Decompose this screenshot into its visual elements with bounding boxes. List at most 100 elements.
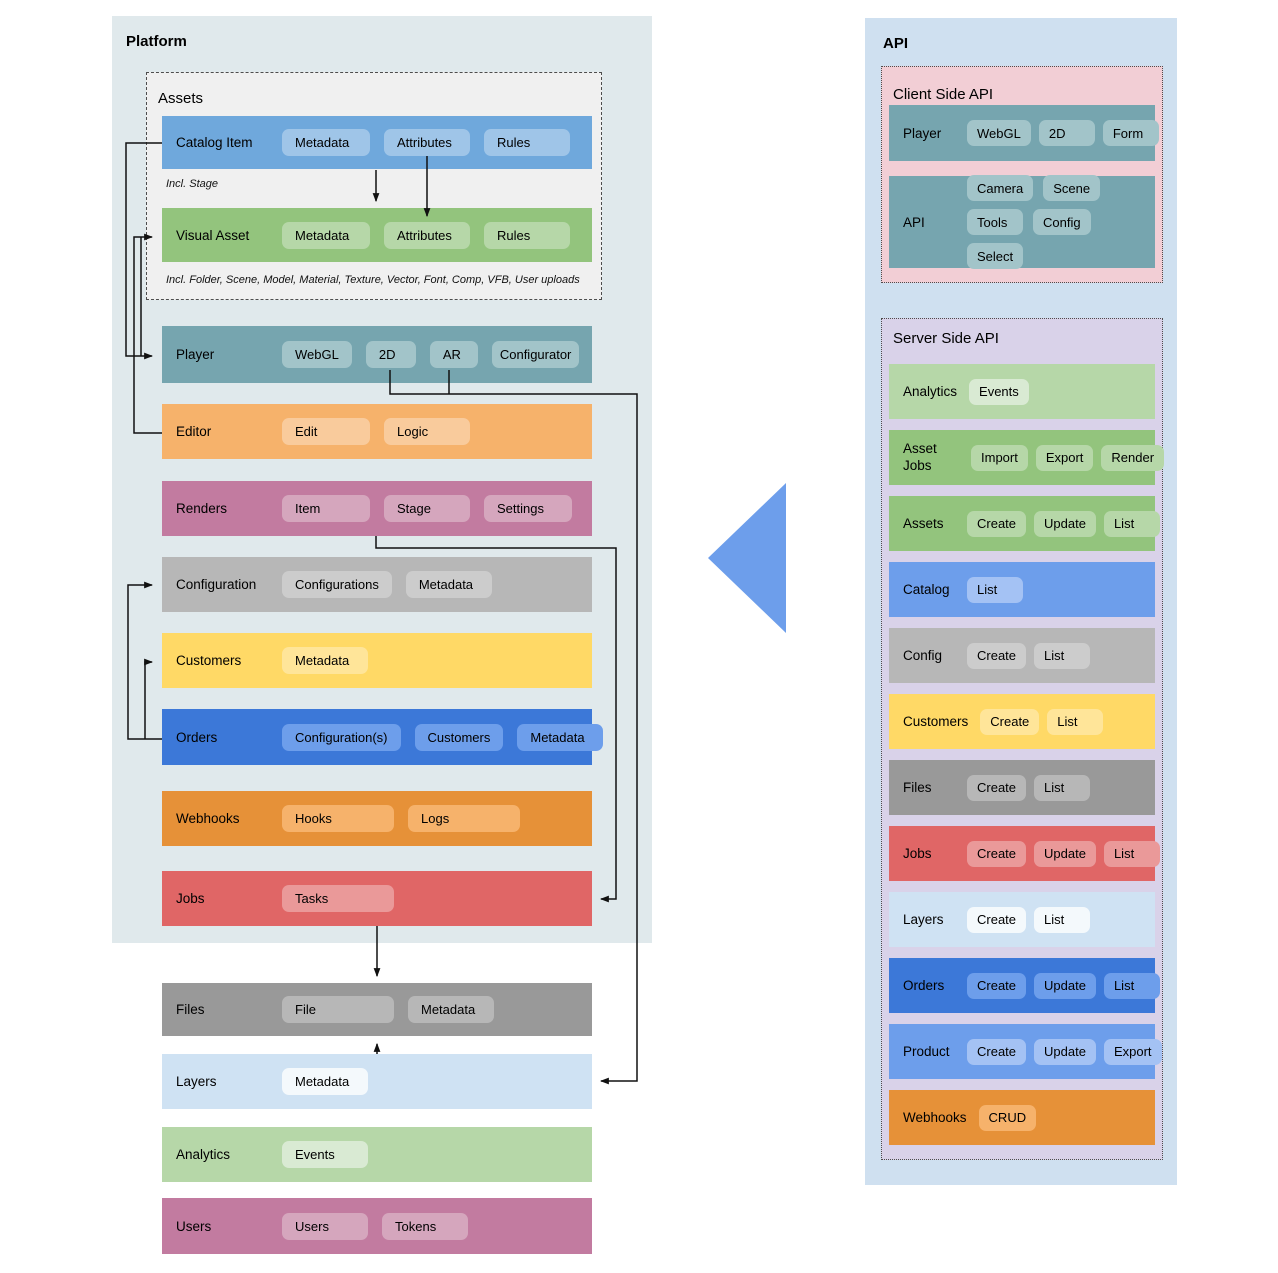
row-orders: Orders Configuration(s) Customers Metada… [162, 709, 604, 765]
chip-events: Events [282, 1141, 368, 1168]
chip-list: List [1034, 774, 1091, 801]
chip-tasks: Tasks [282, 885, 394, 912]
row-server-webhooks: Webhooks CRUD [889, 1090, 1155, 1145]
row-label: Jobs [176, 891, 205, 906]
row-server-orders: Orders Create Update List [889, 958, 1160, 1013]
chip-customers: Customers [414, 723, 504, 751]
row-label: Jobs [903, 846, 932, 861]
row-label: Analytics [903, 384, 958, 399]
chip-update: Update [1034, 972, 1096, 999]
row-label: Orders [176, 729, 218, 745]
row-label: Assets [903, 516, 944, 531]
row-files: Files File Metadata [162, 983, 592, 1036]
chip-update: Update [1034, 510, 1096, 537]
chip-metadata: Metadata [517, 723, 604, 751]
row-label: Files [903, 780, 932, 795]
chip-create: Create [967, 840, 1027, 867]
chip-crud: CRUD [978, 1104, 1037, 1131]
row-renders: Renders Item Stage Settings [162, 481, 592, 536]
chip-scene: Scene [1043, 175, 1101, 201]
server-side-api-title: Server Side API [893, 330, 999, 347]
row-label: Webhooks [903, 1110, 967, 1125]
chip-logic: Logic [384, 418, 470, 445]
chip-camera: Camera [967, 175, 1034, 201]
chip-settings: Settings [484, 495, 572, 522]
chip-config: Config [1033, 209, 1091, 235]
row-label: Catalog Item [176, 135, 253, 150]
row-label: Renders [176, 501, 228, 516]
row-client-player: Player WebGL 2D Form [889, 105, 1159, 161]
chip-list: List [1034, 906, 1091, 933]
chip-ar: AR [429, 341, 478, 368]
chip-create: Create [967, 906, 1027, 933]
chip-configurations: Configuration(s) [282, 723, 401, 751]
row-analytics: Analytics Events [162, 1127, 592, 1182]
chip-item: Item [282, 495, 370, 522]
chip-list: List [1103, 510, 1160, 537]
row-label: Files [176, 1002, 205, 1017]
row-label: Analytics [176, 1147, 231, 1162]
row-layers: Layers Metadata [162, 1054, 592, 1109]
chip-metadata: Metadata [282, 221, 370, 249]
flow-arrow-icon [708, 483, 786, 633]
row-server-customers: Customers Create List [889, 694, 1155, 749]
chip-2d: 2D [365, 341, 416, 368]
chip-create: Create [967, 972, 1027, 999]
chip-list: List [967, 576, 1023, 603]
row-server-assets: Assets Create Update List [889, 496, 1160, 551]
chip-events: Events [969, 378, 1029, 405]
chip-2d: 2D [1038, 120, 1095, 146]
chip-users: Users [282, 1212, 368, 1240]
row-webhooks: Webhooks Hooks Logs [162, 791, 592, 846]
row-jobs: Jobs Tasks [162, 871, 592, 926]
row-label: Player [903, 125, 942, 141]
chip-list: List [1103, 840, 1160, 867]
row-server-product: Product Create Update Export [889, 1024, 1162, 1079]
chip-metadata: Metadata [282, 647, 368, 674]
row-editor: Editor Edit Logic [162, 404, 592, 459]
row-label: Catalog [903, 582, 950, 597]
chip-metadata: Metadata [282, 129, 370, 156]
chip-stage: Stage [384, 495, 470, 522]
chip-configurator: Configurator [491, 341, 580, 368]
row-configuration: Configuration Configurations Metadata [162, 557, 592, 612]
chip-attributes: Attributes [384, 129, 470, 156]
chip-webgl: WebGL [967, 120, 1031, 146]
row-label: Editor [176, 424, 212, 439]
chip-tools: Tools [967, 209, 1023, 235]
chip-update: Update [1034, 840, 1096, 867]
row-client-api: API Camera Scene Tools Config Select [889, 175, 1155, 269]
client-side-api-title: Client Side API [893, 86, 994, 103]
chip-select: Select [967, 243, 1024, 269]
chip-hooks: Hooks [282, 805, 394, 832]
row-users: Users Users Tokens [162, 1198, 592, 1254]
chip-metadata: Metadata [408, 996, 494, 1023]
row-label: API [903, 214, 925, 230]
row-label: Customers [176, 653, 242, 668]
row-server-config: Config Create List [889, 628, 1155, 683]
row-label: Orders [903, 978, 945, 993]
row-server-files: Files Create List [889, 760, 1155, 815]
row-server-jobs: Jobs Create Update List [889, 826, 1160, 881]
row-label: Product [903, 1044, 950, 1059]
chip-list: List [1034, 642, 1091, 669]
chip-import: Import [971, 444, 1028, 471]
chip-logs: Logs [408, 805, 520, 832]
row-server-analytics: Analytics Events [889, 364, 1155, 419]
chip-export: Export [1035, 444, 1094, 471]
row-customers: Customers Metadata [162, 633, 592, 688]
chip-list: List [1047, 708, 1104, 735]
row-label: Customers [903, 714, 969, 729]
chip-rules: Rules [484, 129, 570, 156]
row-server-layers: Layers Create List [889, 892, 1155, 947]
assets-group [146, 72, 602, 300]
chip-create: Create [967, 510, 1027, 537]
row-label: Layers [903, 912, 944, 927]
row-label: Users [176, 1218, 212, 1234]
chip-edit: Edit [282, 418, 370, 445]
row-label: Player [176, 347, 215, 362]
chip-rules: Rules [484, 221, 570, 249]
row-server-catalog: Catalog List [889, 562, 1155, 617]
chip-create: Create [967, 774, 1027, 801]
